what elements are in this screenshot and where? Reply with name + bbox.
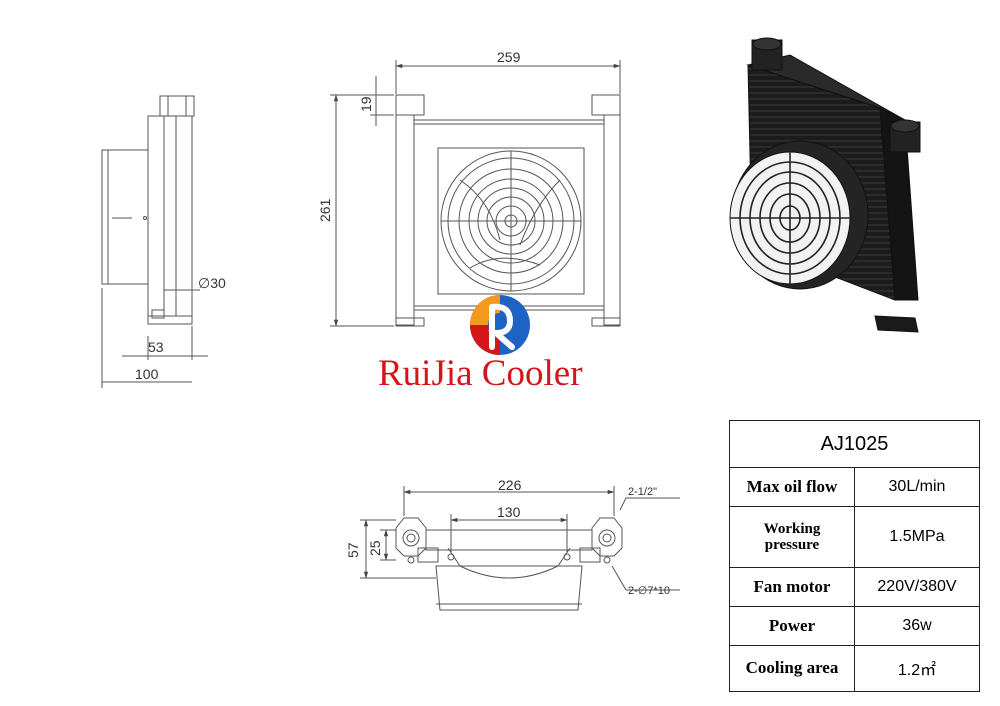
bottom-view: [360, 486, 680, 611]
table-row: Power 36w: [729, 605, 980, 646]
dim-front-height: 261: [317, 198, 333, 222]
spec-label-line1: Working: [763, 520, 821, 537]
spec-label: Fan motor: [729, 566, 855, 607]
spec-value: 220V/380V: [854, 566, 980, 607]
brand-name: RuiJia Cooler: [378, 353, 583, 394]
dim-bottom-width: 226: [498, 477, 522, 493]
front-view: [330, 60, 621, 327]
spec-label: Cooling area: [729, 644, 855, 693]
spec-value: 1.5MPa: [854, 505, 980, 568]
side-view: [101, 95, 208, 388]
dim-side-width: 100: [135, 366, 159, 382]
dim-front-width: 259: [497, 49, 521, 65]
table-row: Max oil flow 30L/min: [729, 467, 980, 507]
dim-bottom-mid: 25: [367, 540, 383, 556]
table-row: Fan motor 220V/380V: [729, 566, 980, 607]
dim-top-offset: 19: [358, 96, 374, 112]
spec-table: AJ1025 Max oil flow 30L/min Working pres…: [729, 420, 980, 693]
table-row: Cooling area 1.2㎡: [729, 644, 980, 693]
dim-port-diameter: ∅30: [198, 275, 226, 291]
spec-value: 1.2㎡: [854, 644, 980, 693]
model-name: AJ1025: [729, 420, 980, 468]
dim-holes: 2-∅7*10: [628, 585, 670, 597]
spec-value: 36w: [854, 605, 980, 646]
spec-value: 30L/min: [854, 467, 980, 507]
dim-side-depth: 53: [148, 339, 164, 355]
dim-bottom-height: 57: [345, 542, 361, 558]
table-row: Working pressure 1.5MPa: [729, 505, 980, 568]
spec-label: Working pressure: [729, 505, 855, 568]
spec-label-line2: pressure: [764, 536, 820, 553]
brand-logo-icon: [470, 295, 530, 355]
dim-bottom-inner: 130: [497, 504, 521, 520]
spec-label: Max oil flow: [729, 467, 855, 507]
perspective-view: [729, 37, 921, 333]
dim-thread: 2-1/2": [628, 486, 657, 498]
spec-header-row: AJ1025: [729, 420, 980, 468]
spec-label: Power: [729, 605, 855, 646]
